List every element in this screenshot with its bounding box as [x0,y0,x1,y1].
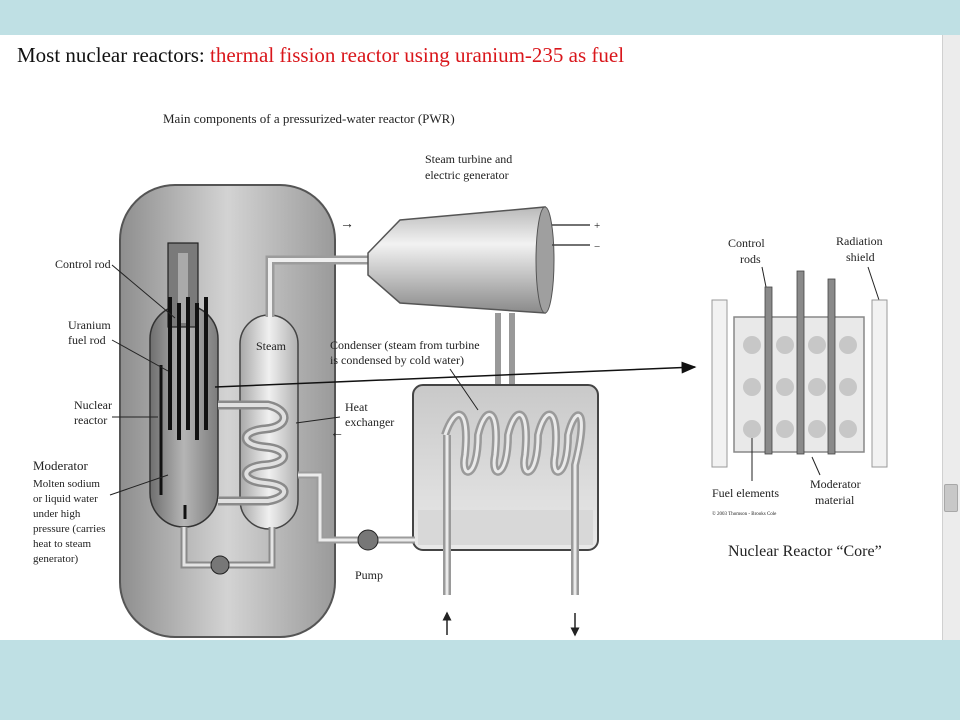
scrollbar-thumb[interactable] [944,484,958,512]
moderator-desc-6: generator) [33,553,79,565]
pwr-heading: Main components of a pressurized-water r… [163,111,455,126]
fuel-rod-label-2: fuel rod [68,333,106,347]
turbine-label-2: electric generator [425,168,509,182]
fuel-element [743,420,761,438]
reactor-diagram: Main components of a pressurized-water r… [33,111,888,638]
fuel-element [839,336,857,354]
moderator-desc-1: Molten sodium [33,478,100,490]
moderator-desc-4: pressure (carries [33,523,105,535]
vertical-scrollbar[interactable] [942,35,960,640]
moderator-desc-2: or liquid water [33,493,98,505]
reactor-label-2: reactor [74,413,107,427]
moderator-title: Moderator [33,458,89,473]
condenser-coil-hl [443,413,583,595]
fuel-rod-label-1: Uranium [68,318,111,332]
detail-arrow [214,361,697,388]
moderator-leader [109,474,169,496]
fuel-element [743,336,761,354]
fuel-element [776,420,794,438]
moderator-desc-3: under high [33,508,81,520]
moderator-material-leader [811,456,821,476]
heat-exchanger-leader [295,416,341,424]
core-control-rod [764,286,773,455]
core-caption: Nuclear Reactor “Core” [728,543,882,560]
condenser-leader [449,368,479,411]
heat-exchanger-coil-highlight [218,403,287,503]
primary-pump [210,555,230,575]
radiation-shield-label-1: Radiation [836,234,883,248]
turbine-end [535,206,555,314]
control-rods-label-1: Control [728,236,765,250]
fuel-element [776,336,794,354]
title-prefix: Most nuclear reactors: [17,43,205,67]
steam-label: Steam [256,339,287,353]
condenser-label-2: is condensed by cold water) [330,353,464,367]
heat-exchanger-label-2: exchanger [345,415,394,429]
fuel-rod-leader [111,339,169,372]
steam-pipe-hl [268,258,380,317]
copyright-note: © 2003 Thomson - Brooks Cole [712,511,777,517]
moderator-material-label-2: material [815,493,855,507]
fuel-element [808,378,826,396]
flow-arrow-2: ← [330,426,344,441]
control-rod-inner [178,253,188,323]
radiation-shield-leader [867,266,881,304]
feed-pump [357,529,379,551]
fuel-element [839,378,857,396]
fuel-element [808,336,826,354]
shield-right [871,299,888,468]
fuel-element [743,378,761,396]
terminal-plus: + [594,220,600,232]
fuel-element [776,378,794,396]
turbine-label-1: Steam turbine and [425,152,512,166]
slide-title: Most nuclear reactors: thermal fission r… [17,43,624,68]
reactor-label-1: Nuclear [74,398,112,412]
radiation-shield-label-2: shield [846,250,875,264]
steam-turbine [367,206,546,314]
core-control-rod [796,270,805,455]
core-control-rod [827,278,836,455]
terminal-minus: − [594,241,600,253]
fuel-elements-label: Fuel elements [712,486,779,500]
title-highlight: thermal fission reactor using uranium-23… [210,43,625,67]
control-rod-label: Control rod [55,257,111,271]
condenser-label-1: Condenser (steam from turbine [330,338,480,352]
fuel-element [808,420,826,438]
control-rods-label-2: rods [740,252,761,266]
fuel-element [839,420,857,438]
control-rod-leader [111,264,176,319]
moderator-material-label-1: Moderator [810,477,861,491]
flow-arrow-1: → [340,217,354,232]
pump-label: Pump [355,568,383,582]
slide: Most nuclear reactors: thermal fission r… [0,35,960,640]
shield-left [711,299,728,468]
moderator-desc-5: heat to steam [33,538,91,550]
heat-exchanger-label-1: Heat [345,400,368,414]
